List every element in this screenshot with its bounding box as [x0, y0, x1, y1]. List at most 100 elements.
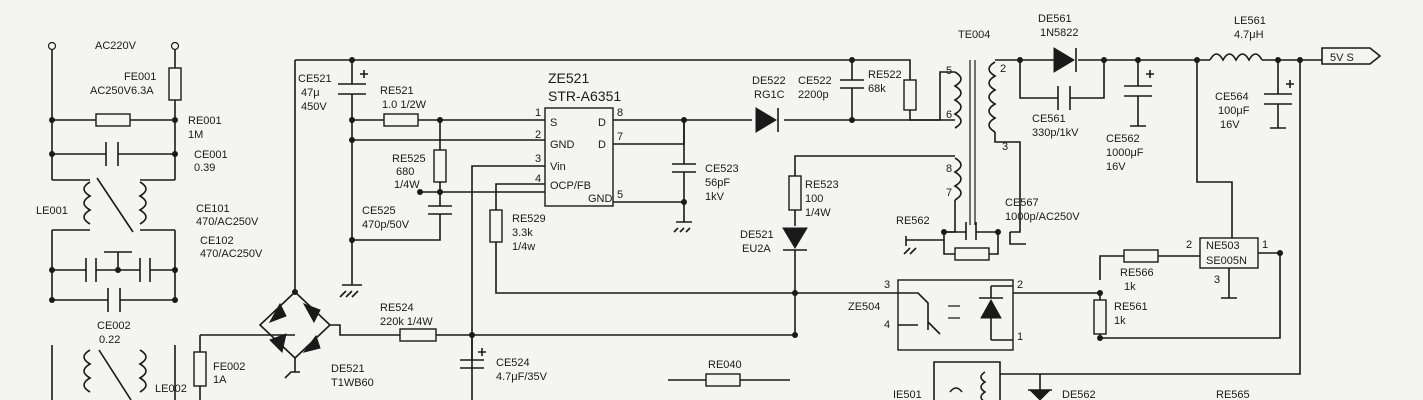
re561-ref: RE561: [1114, 301, 1148, 313]
re524-ref: RE524: [380, 302, 414, 314]
feedback-wires: [1000, 60, 1301, 375]
primary-section: CE521 47μ 450V RE521 1.0 1/2W RE525 680 …: [295, 57, 955, 400]
re040-resistor: [705, 373, 741, 387]
re561-resistor: [1093, 299, 1107, 335]
ne503-leads: [1221, 252, 1280, 299]
fe002-wire: [199, 334, 295, 400]
ce521-value-2: 450V: [301, 101, 327, 113]
ic-pin-num-2: 2: [535, 129, 541, 141]
ce564-capacitor: [1264, 60, 1294, 129]
opto-light-arrows: [948, 305, 960, 319]
re001-resistor: [95, 113, 131, 127]
ce564-ref: CE564: [1215, 91, 1249, 103]
re525-resistor: [433, 149, 447, 183]
de522-value: RG1C: [754, 89, 785, 101]
ce523-capacitor: [672, 120, 696, 233]
re521-ref: RE521: [380, 85, 414, 97]
ie501-coil: [949, 371, 987, 400]
bridge-diode-2: [302, 303, 321, 324]
ce101-ref: CE101: [196, 203, 230, 215]
le561-value: 4.7μH: [1234, 29, 1264, 41]
ce567-ref: CE567: [1005, 197, 1039, 209]
transformer-te004: TE004 5 6 8 7 2 3 RE562 CE567 1000p/AC25…: [896, 29, 1080, 261]
re525-ref: RE525: [392, 153, 426, 165]
ce002-capacitor: [52, 288, 175, 312]
ne503-pin-2: 2: [1186, 239, 1192, 251]
ce523-ref: CE523: [705, 163, 739, 175]
de562-ref: DE562: [1062, 389, 1096, 400]
re522-value: 68k: [868, 83, 886, 95]
re529-wire: [495, 183, 898, 294]
opto-transistor: [898, 292, 941, 335]
de561-value: 1N5822: [1040, 27, 1079, 39]
ac-input-section: AC220V FE001 AC250V6.3A RE001 1M CE001 0…: [36, 40, 295, 400]
ce002-value: 0.22: [99, 334, 120, 346]
t-pin-3: 3: [1002, 141, 1008, 153]
ce525-ref: CE525: [362, 205, 396, 217]
re521-value: 1.0 1/2W: [382, 99, 427, 111]
ce524-value: 4.7μF/35V: [496, 371, 548, 383]
ic-pin-ocp: OCP/FB: [550, 180, 591, 192]
te004-ref: TE004: [958, 29, 990, 41]
bridge-positive-wire: [330, 324, 400, 336]
ac-terminal-left: [47, 41, 57, 51]
re566-resistor: [1123, 249, 1159, 263]
bridge-ground: [284, 358, 300, 379]
opto-led-leads: [979, 285, 1013, 341]
bridge-diode-4: [302, 334, 321, 353]
bottom-partial-section: RE040 IE501 DE562 RE565: [668, 359, 1250, 400]
t-pin-6: 6: [946, 109, 952, 121]
ic-pin-num-4: 4: [535, 173, 541, 185]
de521-value: EU2A: [742, 243, 771, 255]
ce561-capacitor: [1019, 60, 1105, 110]
ze504-ref: ZE504: [848, 301, 880, 313]
fe001-fuse: [168, 67, 182, 101]
ic-pin-num-5: 5: [617, 189, 623, 201]
t-pin-7: 7: [946, 187, 952, 199]
le001-ref: LE001: [36, 205, 68, 217]
le561-inductor: [1209, 53, 1263, 62]
ce102-value: 470/AC250V: [200, 248, 263, 260]
le002-choke: [83, 349, 147, 400]
re561-wire: [1013, 292, 1101, 338]
bridge-diode-1: [268, 302, 287, 323]
ne503-ref: NE503: [1206, 240, 1240, 252]
re523-value-2: 1/4W: [805, 207, 831, 219]
ce101-ce102-capacitors: [52, 251, 175, 282]
fe001-value: AC250V6.3A: [90, 85, 154, 97]
ce101-value: 470/AC250V: [196, 216, 259, 228]
de561-diode: [1053, 47, 1075, 73]
ie501-ref: IE501: [893, 389, 922, 400]
ic-pin-num-3: 3: [535, 153, 541, 165]
re001-value: 1M: [188, 129, 203, 141]
t-pin-5: 5: [946, 65, 952, 77]
ic-part-number: STR-A6351: [548, 88, 621, 104]
transformer-core: [969, 60, 976, 225]
ic-pin-vin: Vin: [550, 161, 566, 173]
ce564-value-2: 16V: [1220, 119, 1240, 131]
re566-wire: [1099, 255, 1200, 280]
re566-ref: RE566: [1120, 267, 1154, 279]
ce522-ref: CE522: [798, 75, 832, 87]
re522-resistor: [903, 79, 917, 111]
ne503-value: SE005N: [1206, 255, 1247, 267]
fe002-ref: FE002: [213, 361, 245, 373]
re522-ref: RE522: [868, 69, 902, 81]
re529-value-2: 1/4w: [512, 241, 535, 253]
ic-pin-d2: D: [598, 139, 606, 151]
secondary-winding: [988, 61, 997, 133]
ce521-ref: CE521: [298, 73, 332, 85]
aux-winding: [953, 157, 962, 201]
ce562-value-2: 16V: [1106, 161, 1126, 173]
de522-ref: DE522: [752, 75, 786, 87]
le001-wires: [52, 177, 175, 233]
ic-ze521: [544, 107, 614, 207]
ic-pin-num-8: 8: [617, 107, 623, 119]
de521-bridge-ref: DE521: [331, 363, 365, 375]
re529-value-1: 3.3k: [512, 227, 533, 239]
ce561-value: 330p/1kV: [1032, 127, 1079, 139]
ce522-capacitor: [840, 76, 864, 120]
ce521-value-1: 47μ: [301, 87, 320, 99]
bridge-diode-3: [269, 333, 287, 353]
